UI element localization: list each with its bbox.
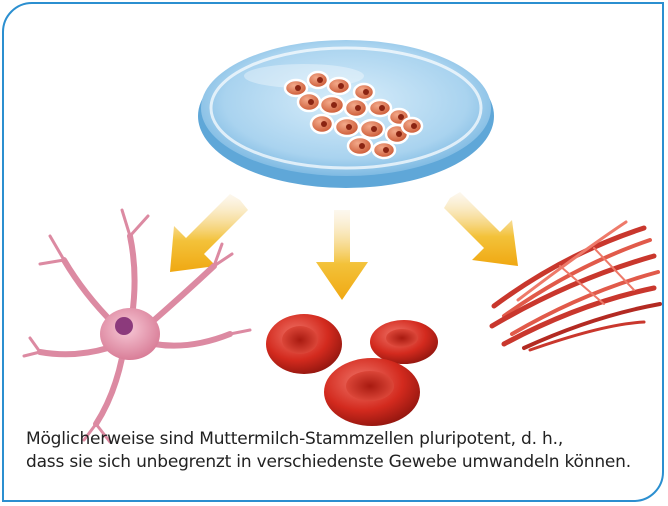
petri-dish [198,40,494,188]
arrow-down [316,210,368,300]
figure-frame: Möglicherweise sind Muttermilch-Stammzel… [2,2,664,502]
nerve-cell [24,210,250,442]
figure-caption: Möglicherweise sind Muttermilch-Stammzel… [26,428,662,474]
muscle-fibers [492,222,660,350]
arrow-left [170,194,248,272]
red-blood-cells [266,314,438,426]
arrow-right [444,192,518,266]
caption-line-2: dass sie sich unbegrenzt in verschiedens… [26,451,662,474]
caption-line-1: Möglicherweise sind Muttermilch-Stammzel… [26,428,662,451]
